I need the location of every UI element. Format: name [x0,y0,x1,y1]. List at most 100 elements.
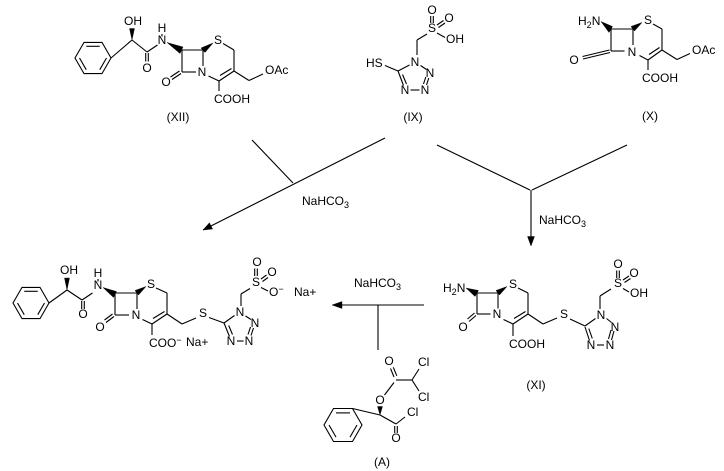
a-cl-bottom-label: Cl [418,390,429,404]
xii-ring-n-label: N [198,65,207,79]
xi-betalactam [476,292,499,315]
ix-sulfo-s-label: S [428,21,436,35]
arrow-left: NaHCO3 [202,137,386,231]
xi-wedge-s [495,286,508,296]
arrow-middle-head [331,301,343,309]
a-ester-carbonyl-o-label: O [384,354,393,368]
xi-amine-label: H2N [443,281,465,297]
x-betalactam [610,28,634,52]
arrow-middle: NaHCO3 [331,276,424,350]
x-ring-s-label: S [644,13,652,27]
xii-ring-s-label: S [214,33,222,47]
arrow-right-head [527,236,535,247]
xi-lactam-o-label: O [458,320,467,334]
xi-ring-s-label: S [509,277,517,291]
xii-benzene-ring [74,41,112,75]
xii-caption: (XII) [167,110,190,124]
xi-n1-label: N [597,308,606,322]
xi-n3-label: N [606,338,615,352]
xii-wedge-s [200,42,214,53]
structure-xi: H2N N O S COOH S [443,257,648,392]
product-sulfo-o-top-label: O [252,255,261,269]
product-lactam-o-label: O [95,320,104,334]
xii-wedge-oh [129,28,135,41]
x-amine-label: H2N [578,14,600,30]
xii-oac-label: OAc [265,63,288,77]
ix-caption: (IX) [403,110,422,124]
structure-xii: OH O H N N O S COOH OAc (XII) [74,14,288,124]
xi-ring-n-label: N [493,307,502,321]
ix-hs-label: HS [366,56,383,70]
product-amide-o-label: O [78,307,87,321]
reagent-nahco3-middle: NaHCO3 [354,276,401,292]
xii-oh-label: OH [124,14,142,28]
ix-n2-label: N [426,66,435,80]
x-lactam-o-label: O [569,53,578,67]
product-n4-label: N [227,334,236,348]
product-n2-label: N [251,316,260,330]
product-betalactam [114,292,138,316]
product-coo-label: COO− [149,335,182,350]
xii-lactam-o-label: O [161,75,170,89]
a-ester-o-label: O [375,393,384,407]
ix-n4-label: N [401,83,410,97]
ix-sulfo-o-top-label: O [427,3,436,17]
x-caption: (X) [642,109,658,123]
product-thio-s-label: S [199,306,207,320]
ix-sulfo-oh-label: OH [446,32,464,46]
structure-ix: O S O OH N N N N HS (IX) [366,3,464,124]
arrow-left-head [202,222,213,231]
product-n3-label: N [245,334,254,348]
a-cl-top-label: Cl [418,355,429,369]
product-amide-n-label: N [94,278,103,292]
xii-amide-o-label: O [142,61,151,75]
product-amide-h-label: H [94,266,103,280]
product-ring-s-label: S [147,277,155,291]
xi-caption: (XI) [526,378,545,392]
a-caption: (A) [374,455,390,469]
product-sulfo-o-right-label: O [267,265,276,279]
product-n1-label: N [236,305,245,319]
product-na2-label: Na+ [294,285,316,299]
xii-cooh-label: COOH [214,92,250,106]
product-benzene-ring [12,286,50,320]
structure-product: OH O H N N O S COO− Na+ S [12,255,316,350]
product-na1-label: Na+ [186,335,208,349]
reagent-nahco3-right: NaHCO3 [539,213,586,229]
a-acyl-cl-label: Cl [407,405,418,419]
product-ring-n-label: N [132,308,141,322]
a-benzene-ring [323,407,363,443]
product-wedge-oh [64,277,70,291]
product-wedge-s [134,286,147,296]
xi-tetrazole-ring [584,318,615,346]
ix-sulfo-o-right-label: O [444,11,453,25]
product-oh-label: OH [60,263,78,277]
ix-tetrazole-ring [397,64,430,91]
x-oac-label: OAc [692,43,715,57]
ix-n1-label: N [411,55,420,69]
a-acyl-o-label: O [391,431,400,445]
xii-amide-h-label: H [158,21,167,35]
xii-amide-n-label: N [158,33,167,47]
xi-cooh-label: COOH [509,337,545,351]
arrow-right: NaHCO3 [436,144,628,247]
xi-n2-label: N [611,320,620,334]
a-wedge-o [377,406,383,416]
product-tetrazole-ring [223,315,255,342]
ix-n3-label: N [421,83,430,97]
xi-sulfo-oh-label: OH [630,286,648,300]
xii-betalactam [181,49,204,73]
x-wedge-s [630,22,643,32]
xi-sulfo-s-label: S [614,276,622,290]
structure-a: O Cl Cl O O Cl (A) [323,354,429,469]
structure-x: H2N N O S COOH OAc (X) [569,13,715,123]
xi-sulfo-o-right-label: O [629,266,638,280]
xi-thio-s-label: S [560,307,568,321]
xi-sulfo-o-top-label: O [613,257,622,271]
product-o-minus-label: O− [269,284,284,299]
xi-n4-label: N [587,338,596,352]
reagent-nahco3-left: NaHCO3 [302,194,349,210]
xii-wedge-nh [166,42,184,54]
